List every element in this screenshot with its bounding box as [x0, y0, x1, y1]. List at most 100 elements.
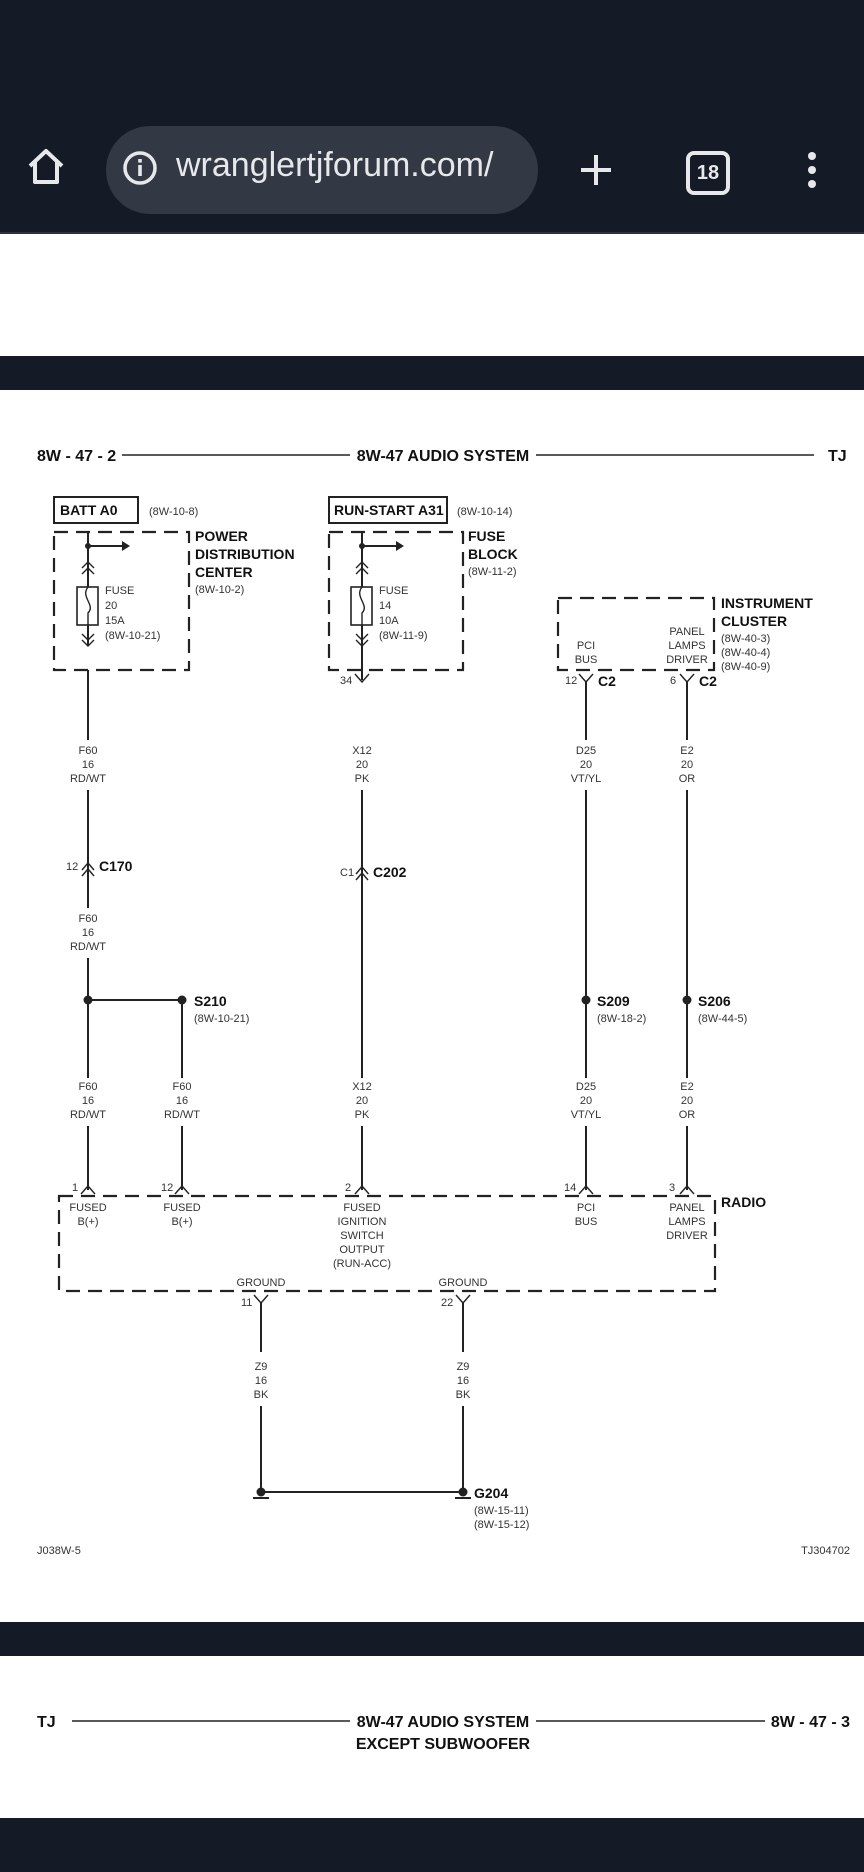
svg-text:OUTPUT: OUTPUT	[339, 1244, 385, 1256]
svg-text:RD/WT: RD/WT	[164, 1109, 200, 1121]
radio-box	[57, 1194, 717, 1293]
svg-text:SWITCH: SWITCH	[340, 1230, 383, 1242]
svg-text:C2: C2	[699, 673, 717, 689]
fb-pin: 34	[340, 675, 352, 687]
figure-code-right: TJ304702	[801, 1545, 850, 1557]
svg-text:10A: 10A	[379, 615, 399, 627]
svg-text:DRIVER: DRIVER	[666, 654, 708, 666]
home-icon[interactable]	[26, 146, 66, 186]
tab-count-button[interactable]: 18	[686, 151, 730, 195]
c170-pin: 12	[66, 861, 78, 873]
section-subtitle: EXCEPT SUBWOOFER	[356, 1736, 531, 1753]
fuse-block-ref: (8W-11-2)	[468, 566, 517, 578]
more-vert-icon[interactable]	[800, 150, 824, 190]
svg-text:CLUSTER: CLUSTER	[721, 613, 787, 629]
batt-a0-ref: (8W-10-8)	[149, 506, 198, 518]
page-separator	[0, 1622, 864, 1656]
s206-splice: S206	[698, 993, 731, 1009]
radio-pin-1: 1	[72, 1182, 78, 1194]
pdc-box	[52, 530, 191, 672]
radio-ignition-label: FUSED	[343, 1202, 380, 1214]
page-separator	[0, 1818, 864, 1872]
svg-text:16: 16	[82, 927, 94, 939]
svg-text:GROUND: GROUND	[439, 1277, 488, 1289]
svg-text:RD/WT: RD/WT	[70, 773, 106, 785]
g204-ref: (8W-15-11)	[474, 1505, 529, 1517]
instrument-cluster-box	[556, 596, 716, 672]
radio-pin-3: 3	[669, 1182, 675, 1194]
ic-panel-label: PANEL	[669, 626, 704, 638]
wire-f60-code: F60	[79, 913, 98, 925]
s209-ref: (8W-18-2)	[597, 1013, 646, 1025]
wire-x12-code: X12	[352, 745, 372, 757]
address-bar[interactable]	[106, 126, 538, 214]
s209-splice: S209	[597, 993, 630, 1009]
page-separator	[0, 356, 864, 390]
svg-text:16: 16	[82, 1095, 94, 1107]
svg-text:VT/YL: VT/YL	[571, 773, 602, 785]
svg-text:DISTRIBUTION: DISTRIBUTION	[195, 546, 295, 562]
ic-pin-12: 12	[565, 675, 577, 687]
radio-pci-label: PCI	[577, 1202, 595, 1214]
svg-text:Z9: Z9	[457, 1361, 470, 1373]
svg-text:FUSED: FUSED	[163, 1202, 200, 1214]
svg-text:OR: OR	[679, 1109, 696, 1121]
svg-text:16: 16	[255, 1375, 267, 1387]
section-title: 8W-47 AUDIO SYSTEM	[357, 1714, 529, 1731]
svg-text:16: 16	[82, 759, 94, 771]
batt-a0-label: BATT A0	[60, 502, 118, 518]
radio-pin-14: 14	[564, 1182, 576, 1194]
wire-e2-code: E2	[680, 745, 693, 757]
svg-text:IGNITION: IGNITION	[338, 1216, 387, 1228]
run-start-label: RUN-START A31	[334, 502, 444, 518]
page-number: 8W - 47 - 3	[771, 1714, 850, 1731]
pdc-fuse-label: FUSE	[105, 585, 134, 597]
url-text[interactable]: wranglertjforum.com/	[176, 146, 494, 184]
plus-icon[interactable]	[578, 152, 614, 188]
svg-text:BUS: BUS	[575, 654, 598, 666]
svg-text:E2: E2	[680, 1081, 693, 1093]
ic-ref: (8W-40-3)	[721, 633, 770, 645]
svg-text:B(+): B(+)	[77, 1216, 98, 1228]
svg-text:20: 20	[105, 600, 117, 612]
svg-text:BUS: BUS	[575, 1216, 598, 1228]
svg-text:(8W-15-12): (8W-15-12)	[474, 1519, 529, 1531]
vehicle-code: TJ	[828, 448, 847, 465]
svg-text:20: 20	[580, 759, 592, 771]
svg-text:(RUN-ACC): (RUN-ACC)	[333, 1258, 391, 1270]
svg-text:20: 20	[681, 759, 693, 771]
svg-text:DRIVER: DRIVER	[666, 1230, 708, 1242]
page-number: 8W - 47 - 2	[37, 448, 116, 465]
ic-title: INSTRUMENT	[721, 595, 813, 611]
fb-fuse-label: FUSE	[379, 585, 408, 597]
pdc-title: POWER	[195, 528, 248, 544]
ic-pci-label: PCI	[577, 640, 595, 652]
s206-ref: (8W-44-5)	[698, 1013, 747, 1025]
svg-text:16: 16	[176, 1095, 188, 1107]
info-icon[interactable]	[122, 150, 158, 186]
s210-splice: S210	[194, 993, 227, 1009]
wire-d25-code: D25	[576, 745, 596, 757]
svg-text:RD/WT: RD/WT	[70, 941, 106, 953]
fuse-block-box	[327, 530, 465, 672]
fuse-block-title: FUSE	[468, 528, 505, 544]
c202-connector: C202	[373, 864, 407, 880]
radio-pin-2: 2	[345, 1182, 351, 1194]
svg-text:14: 14	[379, 600, 391, 612]
ic-pin-6: 6	[670, 675, 676, 687]
svg-text:X12: X12	[352, 1081, 372, 1093]
section-title: 8W-47 AUDIO SYSTEM	[357, 448, 529, 465]
c202-pin: C1	[340, 867, 354, 879]
svg-text:LAMPS: LAMPS	[668, 640, 705, 652]
radio-fused-label: FUSED	[69, 1202, 106, 1214]
run-start-box	[328, 496, 448, 524]
svg-text:BK: BK	[456, 1389, 471, 1401]
ic-connector: C2	[598, 673, 616, 689]
svg-text:LAMPS: LAMPS	[668, 1216, 705, 1228]
svg-text:VT/YL: VT/YL	[571, 1109, 602, 1121]
svg-text:20: 20	[681, 1095, 693, 1107]
svg-text:F60: F60	[79, 1081, 98, 1093]
svg-text:CENTER: CENTER	[195, 564, 253, 580]
svg-text:20: 20	[356, 1095, 368, 1107]
svg-text:B(+): B(+)	[171, 1216, 192, 1228]
